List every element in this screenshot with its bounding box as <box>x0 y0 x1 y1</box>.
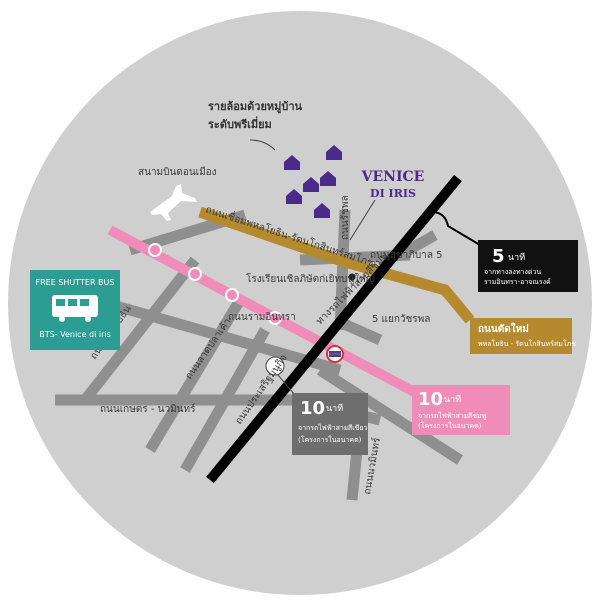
info-5min-unit: นาที <box>508 252 525 263</box>
info-10grey-line1: จากรถไฟฟ้าสายสีเขียว <box>298 423 367 432</box>
road-inner-v1 <box>180 327 270 473</box>
road-sai-chang <box>334 209 351 331</box>
label-5-watcharapol: 5 แยกวัชรพล <box>372 314 430 325</box>
info-10pink-line1: จากรถไฟฟ้าสายสีชมพู <box>418 411 487 420</box>
station-marker <box>265 356 285 376</box>
info-box-new-road: ถนนตัดใหม่ พหลโยธิน - รัตนโกสินทร์สมโภช <box>470 318 576 354</box>
info-10grey-unit: นาที <box>326 403 343 414</box>
label-ramintra: ถนนรามอินทรา <box>228 312 296 323</box>
info-10pink-unit: นาที <box>444 394 461 405</box>
house-icon <box>286 189 302 204</box>
info-10grey-line2: (โครงการในอนาคต) <box>298 435 362 444</box>
label-soi: ถนนสุขาภิบาล 5 <box>370 250 443 261</box>
info-10grey-num: 10 <box>300 398 325 419</box>
road-right-branch <box>397 230 438 260</box>
pink-line <box>107 225 423 400</box>
house-icon <box>320 171 336 186</box>
shuttle-route: BTS- Venice di iris <box>39 330 111 339</box>
info-box-10min-grey: 10 นาที จากรถไฟฟ้าสายสีเขียว (โครงการในอ… <box>292 393 368 455</box>
hotel-dot-icon <box>348 273 356 281</box>
house-icon <box>303 177 319 192</box>
info-box-10min-pink: 10 นาที จากรถไฟฟ้าสายสีชมพู (โครงการในอน… <box>412 385 510 435</box>
brand-top: VENICE <box>361 169 425 185</box>
info-5min-line1: จากทางลงทางด่วน <box>484 268 541 276</box>
airplane-icon <box>150 184 197 221</box>
road-phahol <box>80 256 200 404</box>
info-new-road-title: ถนนตัดใหม่ <box>478 322 529 335</box>
info-5min-num: 5 <box>492 246 505 267</box>
house-icon <box>314 203 330 218</box>
shuttle-bus-box: FREE SHUTTER BUS BTS- Venice di iris <box>30 270 120 350</box>
road-sai-lower <box>317 365 463 465</box>
brand-pointer <box>349 199 376 241</box>
info-box-5min: 5 นาที จากทางลงทางด่วน รามอินทรา-อาจณรงค… <box>478 240 578 292</box>
mrt-line <box>206 174 462 484</box>
house-icon <box>326 145 342 160</box>
shuttle-title: FREE SHUTTER BUS <box>36 278 115 287</box>
village-caption-line2: ระดับพรีเมี่ยม <box>208 116 272 131</box>
road-lad-plakhao <box>145 297 245 453</box>
bus-icon <box>52 295 98 322</box>
info-5min-line2: รามอินทรา-อาจณรงค์ <box>484 278 551 286</box>
rail-station-dot <box>148 243 162 257</box>
village-caption-line1: รายล้อมด้วยหมู่บ้าน <box>208 100 303 114</box>
rail-station-dot <box>225 288 239 302</box>
label-sai-chang: ถนนรัชพล <box>340 195 351 240</box>
label-kaset: ถนนเกษตร - นวมินทร์ <box>100 403 196 415</box>
label-hotel: โรงเรียนเชิลภิษัตก่เยิทบนูใหญ่ <box>246 272 374 285</box>
info-10pink-num: 10 <box>418 389 443 410</box>
brand-logo: VENICE DI IRIS <box>361 169 425 200</box>
mrt-station-icon <box>326 345 344 363</box>
info-10pink-line2: (โครงการในอนาคต) <box>418 421 482 430</box>
rail-station-dot <box>268 311 282 325</box>
brand-bottom: DI IRIS <box>370 187 416 200</box>
caption-arrow <box>249 139 276 151</box>
info-new-road-sub: พหลโยธิน - รัตนโกสินทร์สมโภช <box>478 339 576 348</box>
house-icons <box>284 145 342 218</box>
house-icon <box>284 155 300 170</box>
label-airport: สนามบินดอนเมือง <box>138 166 217 178</box>
pointer-5min <box>431 211 481 246</box>
rail-station-dot <box>188 267 202 281</box>
pointer-10min-grey <box>277 374 296 396</box>
